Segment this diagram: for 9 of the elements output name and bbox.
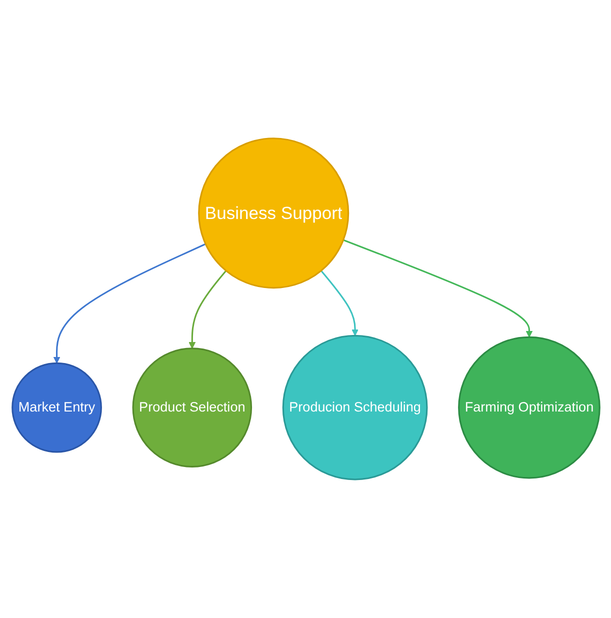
node-circle: Business Support	[198, 138, 349, 289]
arrow	[52, 243, 206, 364]
node-circle: Product Selection	[132, 348, 252, 468]
node-circle: Market Entry	[11, 362, 102, 453]
node-circle: Producion Scheduling	[282, 334, 428, 480]
node-circle: Farming Optimization	[458, 336, 600, 479]
arrow	[188, 270, 226, 349]
arrow	[342, 239, 532, 338]
arrow	[320, 270, 358, 336]
